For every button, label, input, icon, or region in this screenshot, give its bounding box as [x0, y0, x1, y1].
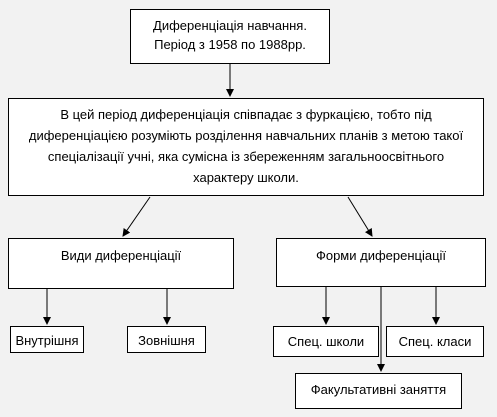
differentiation-forms-label: Форми диференціації [315, 248, 447, 263]
description-line: спеціалізації учні, яка сумісна із збере… [47, 149, 445, 164]
description-line: диференціацією розуміють розділення навч… [28, 128, 464, 143]
differentiation-types-label: Види диференціації [60, 248, 182, 263]
arrow-description-to-types [122, 196, 151, 237]
internal-label: Внутрішня [15, 333, 79, 348]
description-box: В цей період диференціація співпадає з ф… [8, 98, 484, 196]
special-schools-box: Спец. школи [273, 326, 379, 357]
differentiation-types-box: Види диференціації [8, 238, 234, 289]
internal-box: Внутрішня [10, 326, 84, 353]
special-schools-label: Спец. школи [287, 334, 365, 349]
title-line: Диференціація навчання. [153, 18, 307, 33]
description-line: характеру школи. [193, 170, 299, 185]
electives-box: Факультативні заняття [295, 373, 462, 409]
differentiation-forms-box: Форми диференціації [276, 238, 486, 287]
special-classes-label: Спец. класи [398, 334, 472, 349]
external-label: Зовнішня [138, 333, 195, 348]
title-box: Диференціація навчання. Період з 1958 по… [130, 9, 330, 64]
arrow-description-to-forms [347, 196, 373, 237]
electives-label: Факультативні заняття [310, 382, 447, 397]
period-line: Період з 1958 по 1988рр. [154, 37, 306, 52]
special-classes-box: Спец. класи [386, 326, 484, 357]
external-box: Зовнішня [127, 326, 206, 353]
description-line: В цей період диференціація співпадає з ф… [60, 107, 432, 122]
